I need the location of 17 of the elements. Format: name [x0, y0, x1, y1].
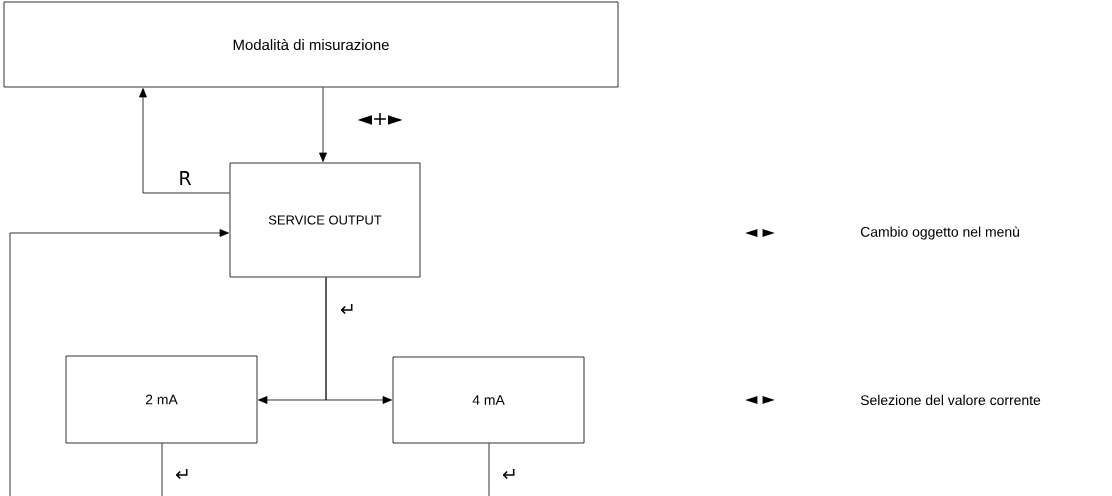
key-symbol: ◄ ►	[745, 228, 775, 237]
legend-text: Cambio oggetto nel menù	[860, 226, 1019, 240]
process-box: SERVICE OUTPUT	[229, 162, 421, 278]
edge-label: R	[177, 170, 193, 186]
process-box: Modalità di misurazione	[3, 1, 619, 88]
edge-label: ↵	[339, 303, 357, 317]
arrow	[9, 229, 229, 496]
edge-label: ◄+►	[356, 112, 404, 126]
arrow	[139, 88, 230, 194]
arrow	[325, 277, 392, 404]
edge-label: ↵	[501, 468, 519, 482]
process-box: 4 mA	[392, 356, 585, 444]
arrow	[319, 87, 327, 162]
legend-text: Selezione del valore corrente	[860, 394, 1041, 406]
edge-label: ↵	[174, 468, 192, 482]
key-symbol: ◄ ►	[745, 395, 775, 404]
process-box: 2 mA	[65, 355, 258, 444]
